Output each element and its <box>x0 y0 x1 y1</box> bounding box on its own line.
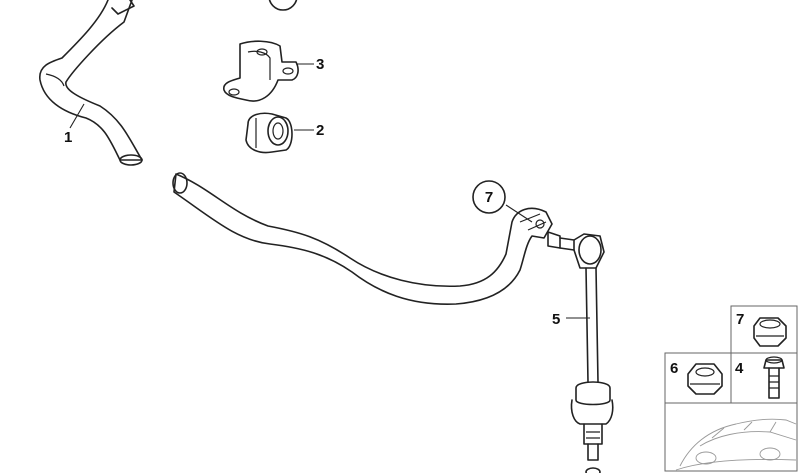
callout-circle <box>472 180 506 214</box>
legend-panel: 7 6 4 <box>664 305 798 472</box>
callout-link-label: 5 <box>552 311 560 328</box>
callout-bar-label: 1 <box>64 129 72 146</box>
legend-bolt-4-label: 4 <box>735 360 744 377</box>
callout-bushing-label: 2 <box>316 122 324 139</box>
flange-nut-6-icon <box>687 363 723 395</box>
callout-circled-nut-label: 7 <box>485 189 493 206</box>
rubber-bushing-part <box>245 112 293 154</box>
stabilizer-link <box>547 231 614 473</box>
flange-nut-7-icon <box>753 317 787 347</box>
legend-nut-6-label: 6 <box>670 360 678 377</box>
bracket-part <box>223 40 299 102</box>
stabilizer-bar-main <box>172 172 553 305</box>
legend-cell-bolt-4 <box>730 352 798 404</box>
hex-bolt-4-icon <box>763 356 785 399</box>
leader-lines <box>69 63 590 319</box>
car-silhouette-icon <box>675 418 797 471</box>
top-partial-circle <box>268 0 298 11</box>
callout-bracket-label: 3 <box>316 56 324 73</box>
stabilizer-bar-upper <box>39 0 143 166</box>
legend-nut-7-label: 7 <box>736 311 744 328</box>
